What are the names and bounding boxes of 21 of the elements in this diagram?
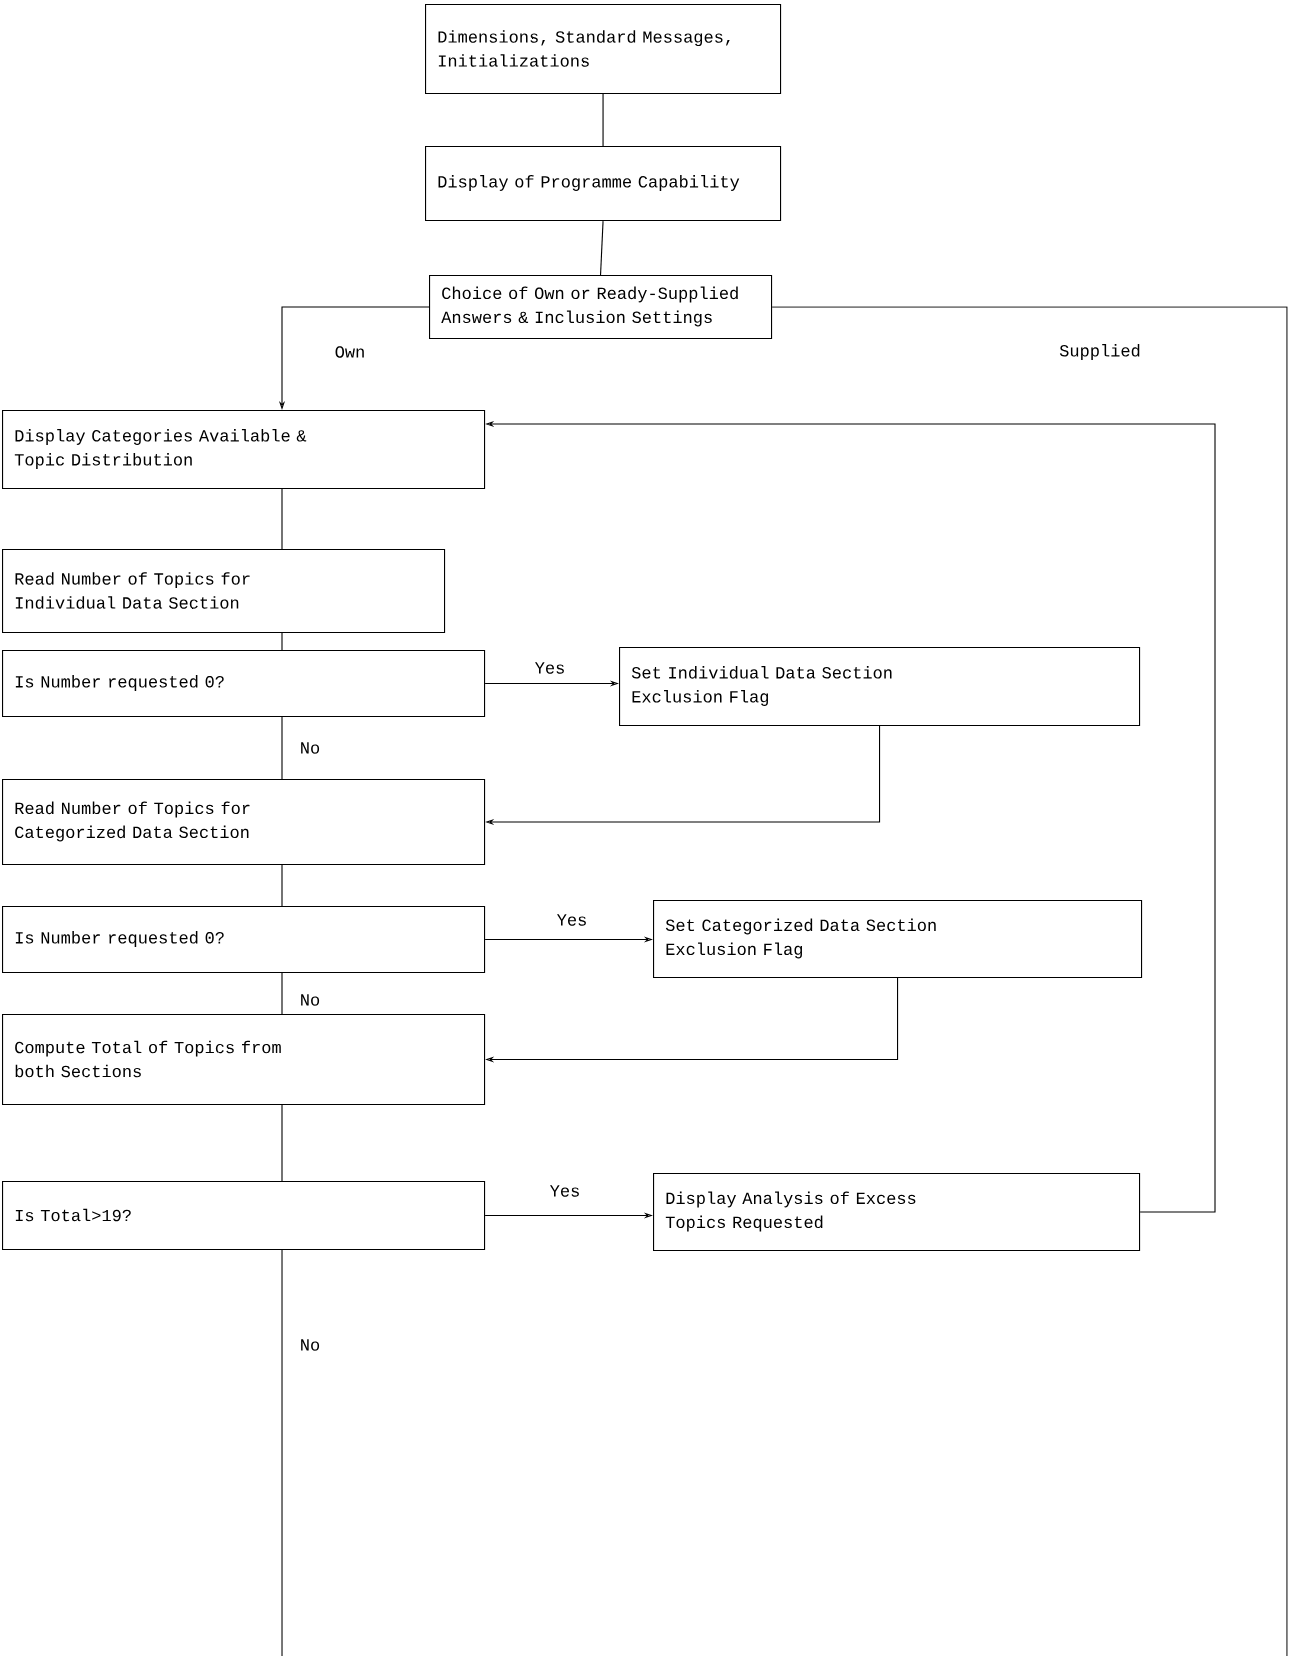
process-box: Set Individual Data Section Exclusion Flag xyxy=(619,647,1141,727)
process-box: Is Number requested 0? xyxy=(2,650,486,718)
process-box: Display Analysis of Excess Topics Requested xyxy=(653,1173,1141,1252)
process-box: Is Total>19? xyxy=(2,1181,486,1251)
process-box: Choice of Own or Ready-Supplied Answers & Inclusion Settings xyxy=(429,275,773,340)
edge-label: No xyxy=(298,1338,322,1352)
process-box: Read Number of Topics for Individual Data Section xyxy=(2,549,446,634)
process-box: Set Categorized Data Section Exclusion Flag xyxy=(653,900,1143,979)
edge-label: No xyxy=(298,993,322,1007)
process-box: Is Number requested 0? xyxy=(2,906,486,974)
edge-label: Yes xyxy=(533,661,567,675)
edge-label: Supplied xyxy=(1058,343,1142,361)
edge-label: Own xyxy=(333,345,367,359)
process-box: Dimensions, Standard Messages, Initializations xyxy=(425,4,782,95)
process-box: Compute Total of Topics from both Sections xyxy=(2,1014,486,1106)
process-box: Display Categories Available & Topic Distribution xyxy=(2,410,486,490)
process-box: Read Number of Topics for Categorized Data Section xyxy=(2,779,486,866)
process-box: Display of Programme Capability xyxy=(425,146,782,222)
edge-label: Yes xyxy=(555,913,589,927)
edge-label: No xyxy=(298,741,322,755)
edge-label: Yes xyxy=(548,1184,582,1198)
